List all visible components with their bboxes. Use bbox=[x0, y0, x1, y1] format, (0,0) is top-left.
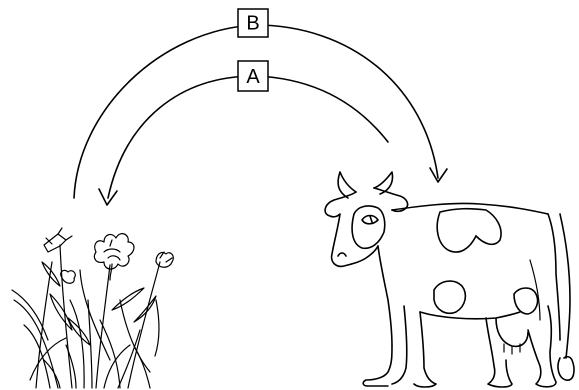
arrow-a-path bbox=[108, 76, 388, 198]
cow-icon bbox=[325, 172, 574, 387]
label-a: A bbox=[238, 61, 268, 91]
arrow-b-head bbox=[430, 168, 447, 182]
label-a-text: A bbox=[246, 66, 260, 88]
label-b: B bbox=[238, 9, 268, 37]
arrow-b-path bbox=[74, 25, 438, 198]
arrow-a bbox=[99, 76, 388, 205]
plant-icon bbox=[12, 228, 173, 388]
label-b-text: B bbox=[246, 13, 259, 35]
